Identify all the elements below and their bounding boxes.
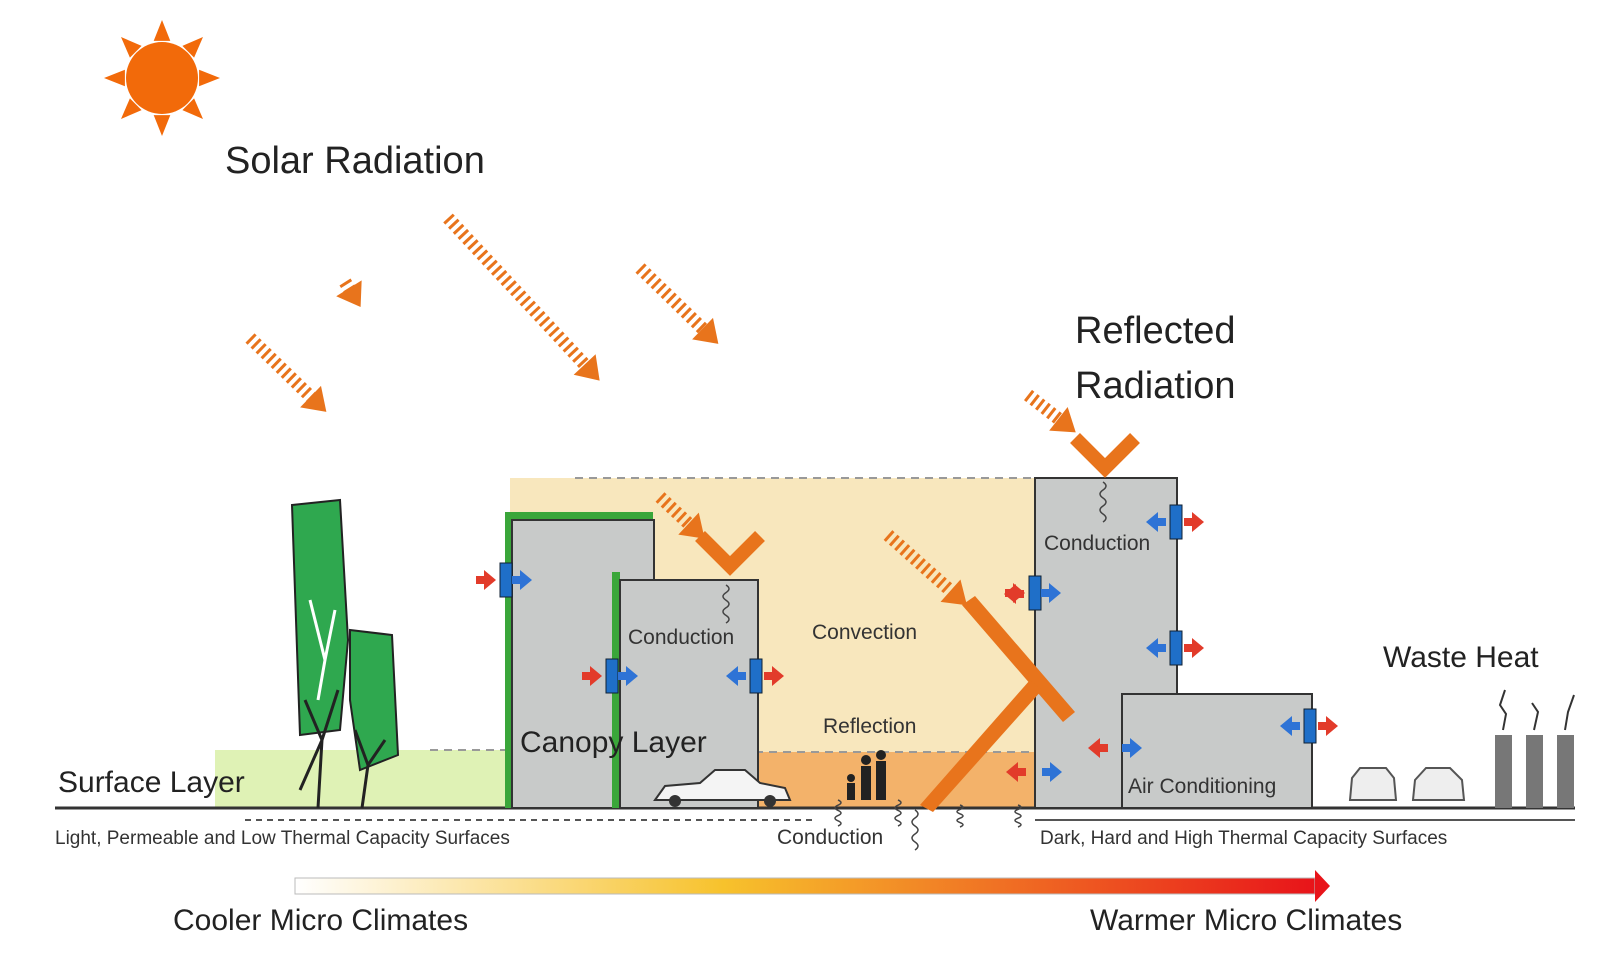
- tree-icon: [290, 498, 400, 809]
- conduction-label-mid: Conduction: [628, 626, 735, 649]
- conduction-squiggle-icon: [1099, 481, 1107, 523]
- air-conditioning-label: Air Conditioning: [1128, 775, 1277, 798]
- reflected-radiation-label-2: Radiation: [1075, 365, 1236, 407]
- solar-radiation-label: Solar Radiation: [225, 140, 485, 182]
- waste-heat-label: Waste Heat: [1383, 641, 1539, 674]
- radiation-arrow: [443, 213, 600, 381]
- reflected-radiation-label-1: Reflected: [1075, 310, 1236, 352]
- climate-gradient-arrow: [294, 870, 1330, 902]
- car-icon: [653, 769, 792, 807]
- heat-arrow-icon: [1006, 762, 1018, 782]
- radiation-arrow: [1023, 389, 1076, 433]
- warmer-climates-label: Warmer Micro Climates: [1090, 904, 1403, 937]
- dark-surfaces-label: Dark, Hard and High Thermal Capacity Sur…: [1040, 828, 1448, 849]
- conduction-squiggle-icon: [894, 799, 902, 827]
- window-icon: [1169, 630, 1183, 666]
- window-icon: [1169, 504, 1183, 540]
- reflected-ray-icon: [1070, 433, 1140, 478]
- heat-arrow-icon: [1192, 512, 1204, 532]
- car-icon-small: [1348, 767, 1466, 801]
- heat-arrow-icon: [1130, 738, 1142, 758]
- conduction-label-ground: Conduction: [777, 826, 884, 849]
- convection-label: Convection: [812, 621, 918, 644]
- heat-arrow-icon: [1280, 716, 1292, 736]
- conduction-label-right: Conduction: [1044, 532, 1151, 555]
- window-icon: [1028, 575, 1042, 611]
- heat-arrow-icon: [1088, 738, 1100, 758]
- cooler-climates-label: Cooler Micro Climates: [173, 904, 469, 937]
- heat-arrow-icon: [1146, 638, 1158, 658]
- window-icon: [1303, 708, 1317, 744]
- canopy-layer-label: Canopy Layer: [520, 726, 707, 759]
- window-icon: [749, 658, 763, 694]
- reflected-ray-icon: [695, 531, 765, 576]
- radiation-arrow: [655, 492, 705, 539]
- reflection-label: Reflection: [823, 715, 917, 738]
- heat-arrow-icon: [726, 666, 738, 686]
- heat-arrow-icon: [484, 570, 496, 590]
- low-building: [1121, 693, 1313, 809]
- sun-icon: [104, 20, 220, 136]
- conduction-squiggles: [722, 481, 1107, 851]
- reflection-path: [920, 596, 1075, 812]
- surface-layer-label: Surface Layer: [58, 766, 245, 799]
- heat-exchange-arrows: [476, 504, 1338, 782]
- conduction-squiggle-icon: [1014, 804, 1022, 828]
- radiation-arrow: [883, 530, 967, 606]
- conduction-squiggle-icon: [911, 809, 919, 851]
- radiation-arrow: [245, 333, 327, 412]
- people-icon: [847, 750, 886, 800]
- chimney-icon: [1495, 689, 1575, 808]
- heat-arrow-icon: [1050, 762, 1062, 782]
- warm-ground-zone: [755, 752, 1035, 808]
- heat-arrow-icon: [1049, 583, 1061, 603]
- heat-arrow-icon: [1192, 638, 1204, 658]
- conduction-squiggle-icon: [834, 799, 842, 827]
- heat-arrow-icon: [1326, 716, 1338, 736]
- window-icon: [605, 658, 619, 694]
- conduction-squiggle-icon: [722, 584, 730, 624]
- heat-arrow-icon: [520, 570, 532, 590]
- window-icon: [499, 562, 513, 598]
- heat-arrow-icon: [1004, 584, 1016, 604]
- radiation-arrow: [635, 263, 719, 344]
- radiation-arrow: [336, 278, 362, 307]
- solar-radiation-arrows: [245, 213, 1140, 606]
- heat-arrow-icon: [626, 666, 638, 686]
- heat-arrow-icon: [1146, 512, 1158, 532]
- light-surfaces-label: Light, Permeable and Low Thermal Capacit…: [55, 828, 510, 849]
- conduction-squiggle-icon: [956, 804, 964, 828]
- heat-arrow-icon: [772, 666, 784, 686]
- heat-arrow-icon: [590, 666, 602, 686]
